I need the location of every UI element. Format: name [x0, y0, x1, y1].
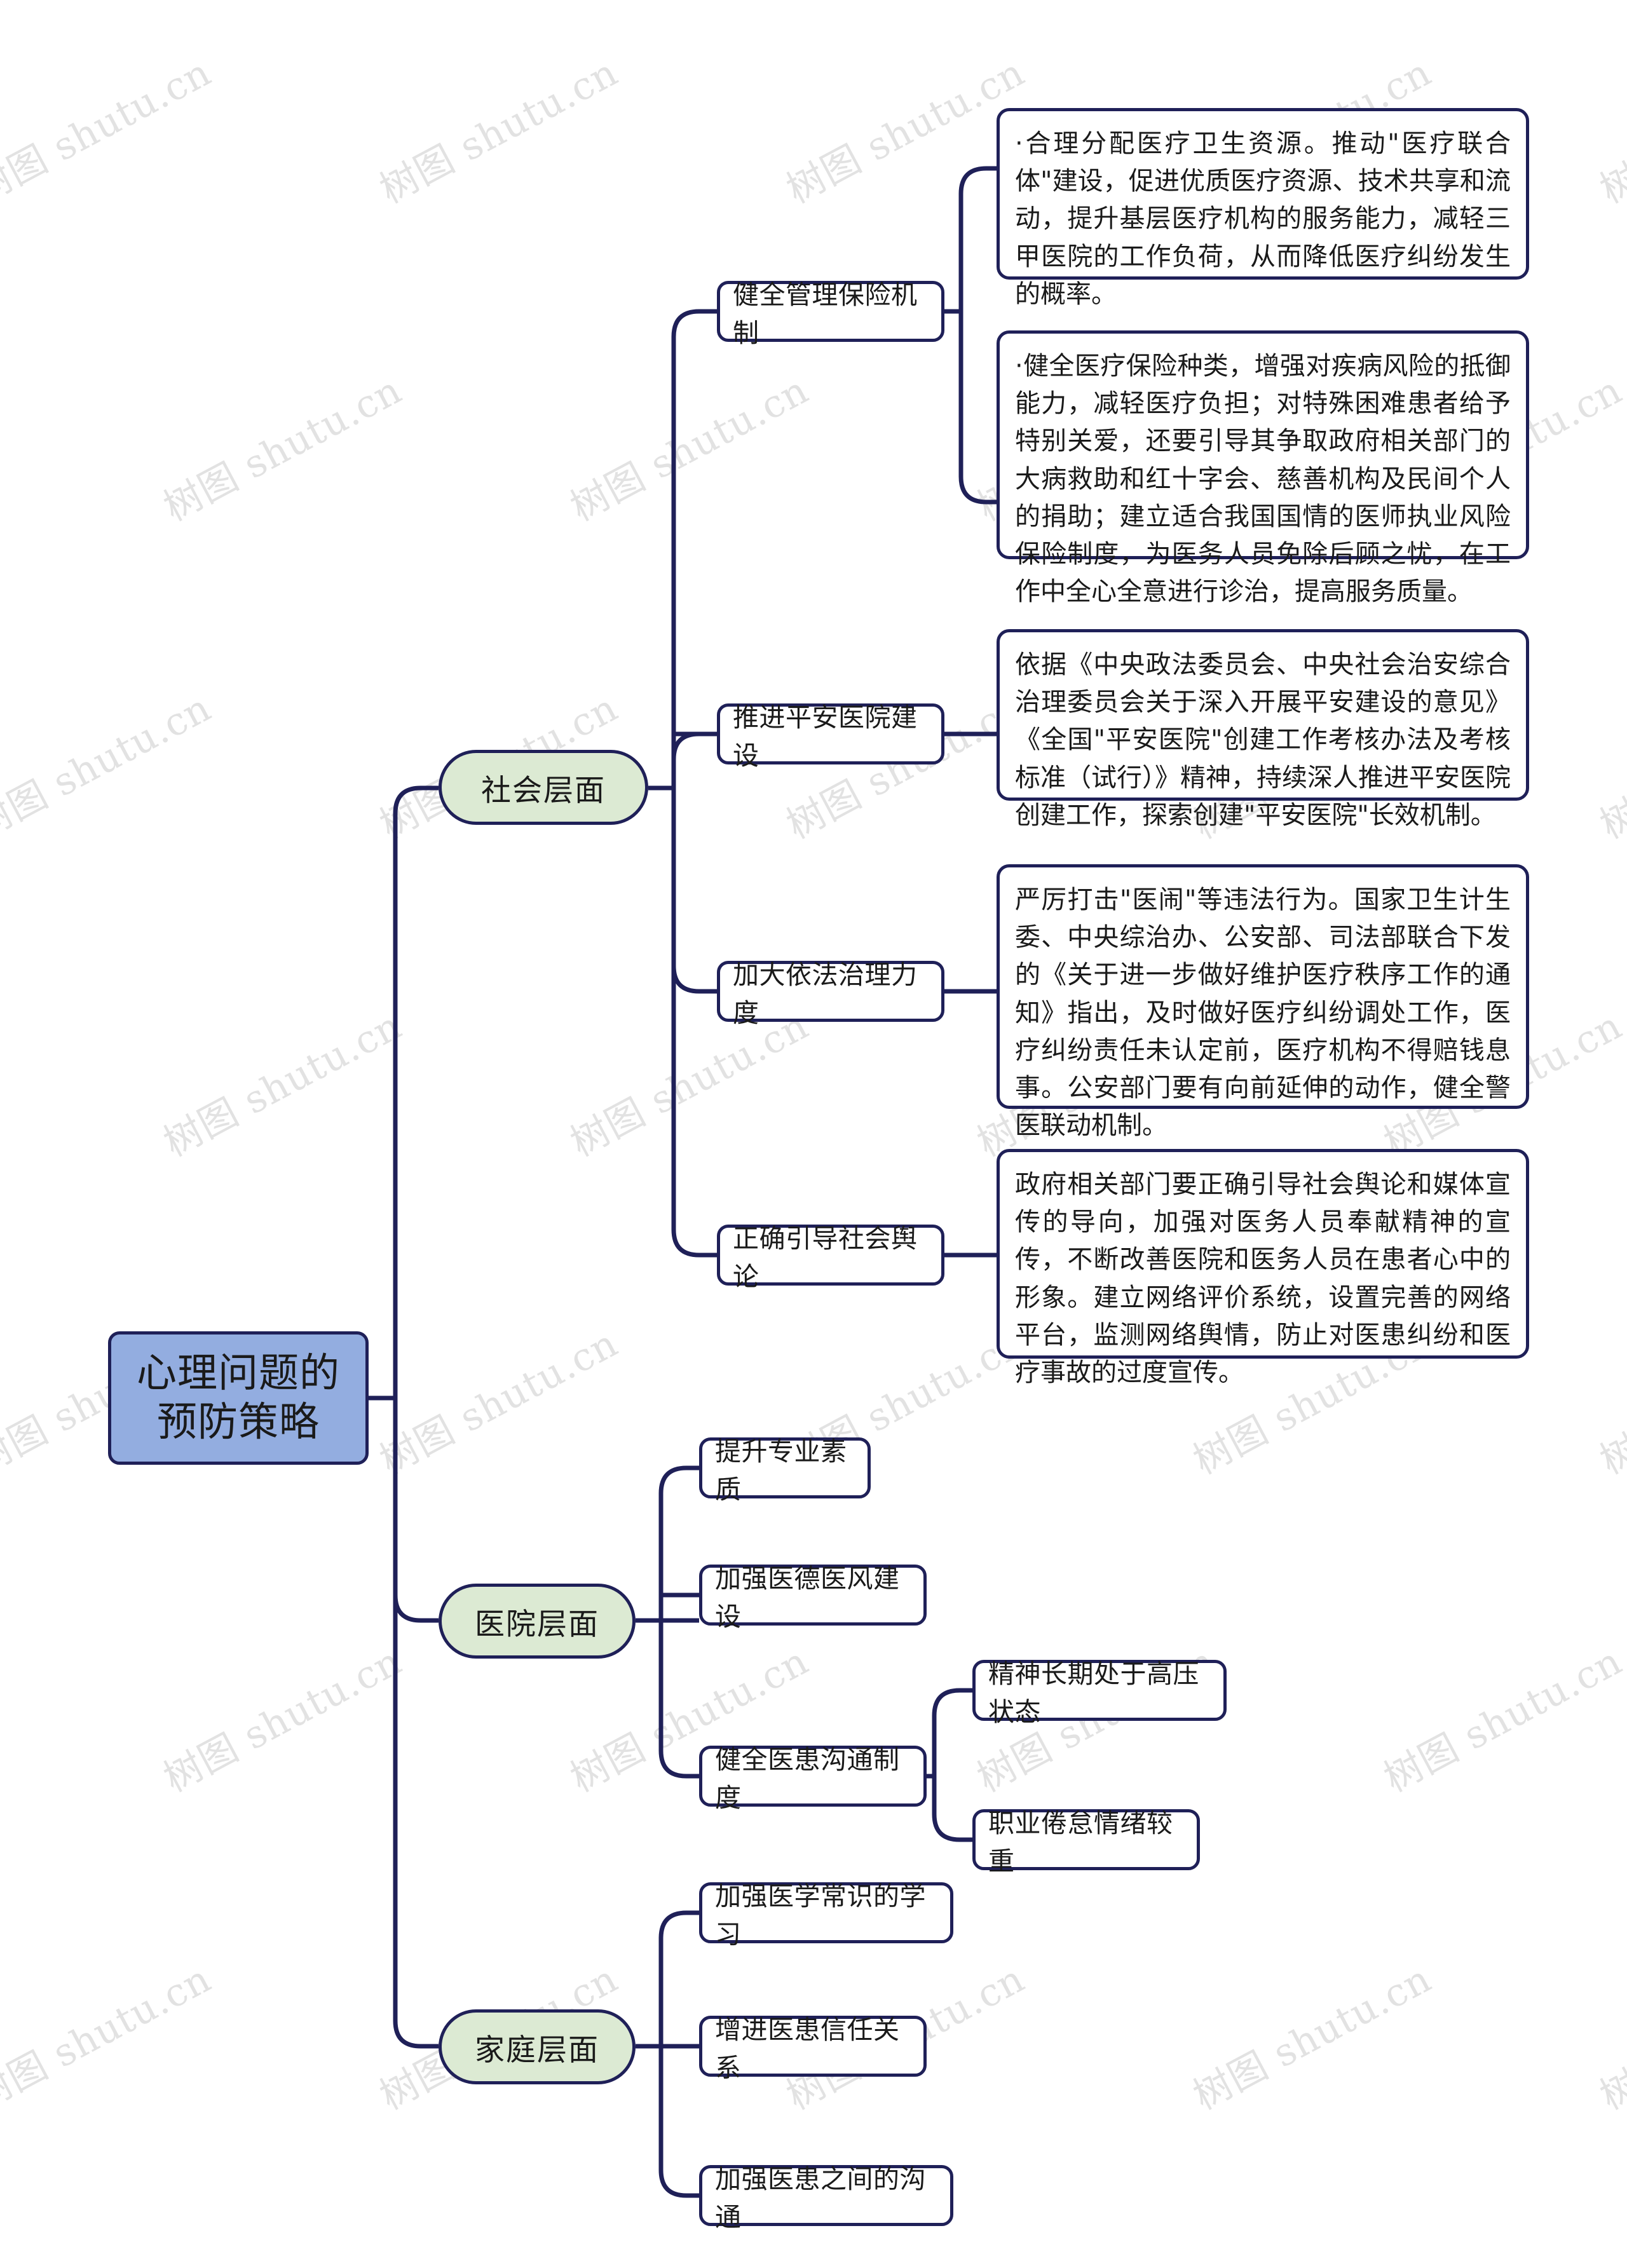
detail-box-crackdown-yinao[interactable]: 严厉打击"医闹"等违法行为。国家卫生计生委、中央综治办、公安部、司法部联合下发的…: [997, 864, 1529, 1140]
watermark-text: 树图 shutu.cn: [1593, 1321, 1627, 1484]
watermark-text: 树图 shutu.cn: [156, 1638, 409, 1802]
watermark-text: 树图 shutu.cn: [372, 1321, 625, 1484]
branch-node-hospital[interactable]: 医院层面: [439, 1584, 636, 1659]
link-ch3-s2: [932, 1776, 972, 1842]
label-communication-system: 健全医患沟通制度: [715, 1744, 900, 1813]
root-label-line1: 心理问题的: [137, 1350, 340, 1397]
root-label-line2: 预防策略: [157, 1399, 320, 1445]
branch-node-family[interactable]: 家庭层面: [439, 2009, 636, 2084]
link-hospital-ch2a: [658, 1592, 699, 1620]
link-c1-d2: [958, 311, 997, 505]
link-hospital-ch1: [658, 1465, 699, 1620]
link-trunk-family: [393, 1398, 439, 2049]
detail-text-resource-allocation: ·合理分配医疗卫生资源。推动"医疗联合体"建设，促进优质医疗资源、技术共享和流动…: [1015, 129, 1511, 309]
node-law-governance[interactable]: 加大依法治理力度: [717, 960, 944, 1028]
watermark-text: 树图 shutu.cn: [1593, 50, 1627, 213]
label-job-burnout: 职业倦怠情绪较重: [988, 1808, 1173, 1877]
link-trunk-society: [393, 785, 439, 1398]
link-society-c3: [671, 788, 717, 994]
label-insurance-mechanism: 健全管理保险机制: [733, 280, 918, 348]
branch-label-society: 社会层面: [481, 773, 606, 808]
link-c1-d1: [944, 166, 997, 314]
detail-text-safe-hospital-policy: 依据《中央政法委员会、中央社会治安综合治理委员会关于深入开展平安建设的意见》《全…: [1015, 650, 1511, 830]
detail-text-insurance-types: ·健全医疗保险种类，增强对疾病风险的抵御能力，减轻医疗负担；对特殊困难患者给予特…: [1015, 351, 1511, 607]
watermark-text: 树图 shutu.cn: [372, 50, 625, 213]
node-medical-knowledge[interactable]: 加强医学常识的学习: [699, 1881, 953, 1950]
node-communication-system[interactable]: 健全医患沟通制度: [699, 1744, 927, 1813]
node-job-burnout[interactable]: 职业倦怠情绪较重: [972, 1808, 1200, 1877]
watermark-text: 树图 shutu.cn: [0, 685, 219, 848]
link-trunk-hospital: [393, 1398, 439, 1623]
watermark-text: 树图 shutu.cn: [1377, 1638, 1627, 1802]
label-medical-ethics: 加强医德医风建设: [715, 1563, 900, 1632]
detail-box-resource-allocation[interactable]: ·合理分配医疗卫生资源。推动"医疗联合体"建设，促进优质医疗资源、技术共享和流动…: [997, 108, 1529, 309]
watermark-text: 树图 shutu.cn: [0, 50, 219, 213]
watermark-text: 树图 shutu.cn: [0, 1003, 3, 1165]
link-family-ch3: [658, 2046, 699, 2198]
link-society-c4: [671, 788, 717, 1258]
label-public-opinion: 正确引导社会舆论: [733, 1223, 918, 1292]
label-doctor-patient-communication: 加强医患之间的沟通: [715, 2164, 926, 2232]
watermark-text: 树图 shutu.cn: [1593, 686, 1627, 848]
watermark-text: 树图 shutu.cn: [0, 367, 3, 530]
node-safe-hospital[interactable]: 推进平安医院建设: [717, 702, 944, 771]
node-medical-ethics[interactable]: 加强医德医风建设: [699, 1563, 927, 1632]
watermark-text: 树图 shutu.cn: [156, 1003, 409, 1166]
link-society-c1: [671, 309, 717, 788]
node-insurance-mechanism[interactable]: 健全管理保险机制: [717, 280, 944, 348]
link-society-c2-pre: [671, 731, 717, 759]
detail-text-media-guidance: 政府相关部门要正确引导社会舆论和媒体宣传的导向，加强对医务人员奉献精神的宣传，不…: [1015, 1170, 1511, 1387]
node-high-pressure-state[interactable]: 精神长期处于高压状态: [972, 1659, 1227, 1727]
node-public-opinion[interactable]: 正确引导社会舆论: [717, 1223, 944, 1292]
watermark-text: 树图 shutu.cn: [1186, 1956, 1439, 2119]
label-professional-quality: 提升专业素质: [715, 1436, 847, 1505]
link-family-ch1: [658, 1910, 699, 2046]
node-doctor-patient-communication[interactable]: 加强医患之间的沟通: [699, 2164, 953, 2232]
root-node[interactable]: 心理问题的 预防策略: [108, 1331, 369, 1465]
label-high-pressure-state: 精神长期处于高压状态: [988, 1659, 1199, 1727]
detail-box-media-guidance[interactable]: 政府相关部门要正确引导社会舆论和媒体宣传的导向，加强对医务人员奉献精神的宣传，不…: [997, 1149, 1529, 1387]
detail-text-crackdown-yinao: 严厉打击"医闹"等违法行为。国家卫生计生委、中央综治办、公安部、司法部联合下发的…: [1015, 885, 1511, 1141]
label-trust-relationship: 增进医患信任关系: [715, 2014, 900, 2083]
watermark-text: 树图 shutu.cn: [0, 1956, 219, 2119]
node-trust-relationship[interactable]: 增进医患信任关系: [699, 2014, 927, 2083]
watermark-text: 树图 shutu.cn: [156, 367, 409, 531]
label-safe-hospital: 推进平安医院建设: [733, 702, 918, 771]
label-law-governance: 加大依法治理力度: [733, 960, 918, 1028]
label-medical-knowledge: 加强医学常识的学习: [715, 1881, 926, 1950]
link-hospital-ch3: [658, 1620, 699, 1779]
watermark-text: 树图 shutu.cn: [1593, 1957, 1627, 2119]
watermark-text: 树图 shutu.cn: [779, 50, 1032, 213]
branch-node-society[interactable]: 社会层面: [439, 750, 648, 825]
watermark-text: 树图 shutu.cn: [563, 367, 816, 531]
link-ch3-s1: [922, 1688, 972, 1779]
link-society-c2: [671, 731, 717, 788]
detail-box-insurance-types[interactable]: ·健全医疗保险种类，增强对疾病风险的抵御能力，减轻医疗负担；对特殊困难患者给予特…: [997, 330, 1529, 606]
detail-box-safe-hospital-policy[interactable]: 依据《中央政法委员会、中央社会治安综合治理委员会关于深入开展平安建设的意见》《全…: [997, 629, 1529, 830]
branch-label-family: 家庭层面: [475, 2032, 599, 2068]
node-professional-quality[interactable]: 提升专业素质: [699, 1436, 871, 1505]
watermark-text: 树图 shutu.cn: [0, 1638, 3, 1801]
branch-label-hospital: 医院层面: [475, 1606, 599, 1642]
